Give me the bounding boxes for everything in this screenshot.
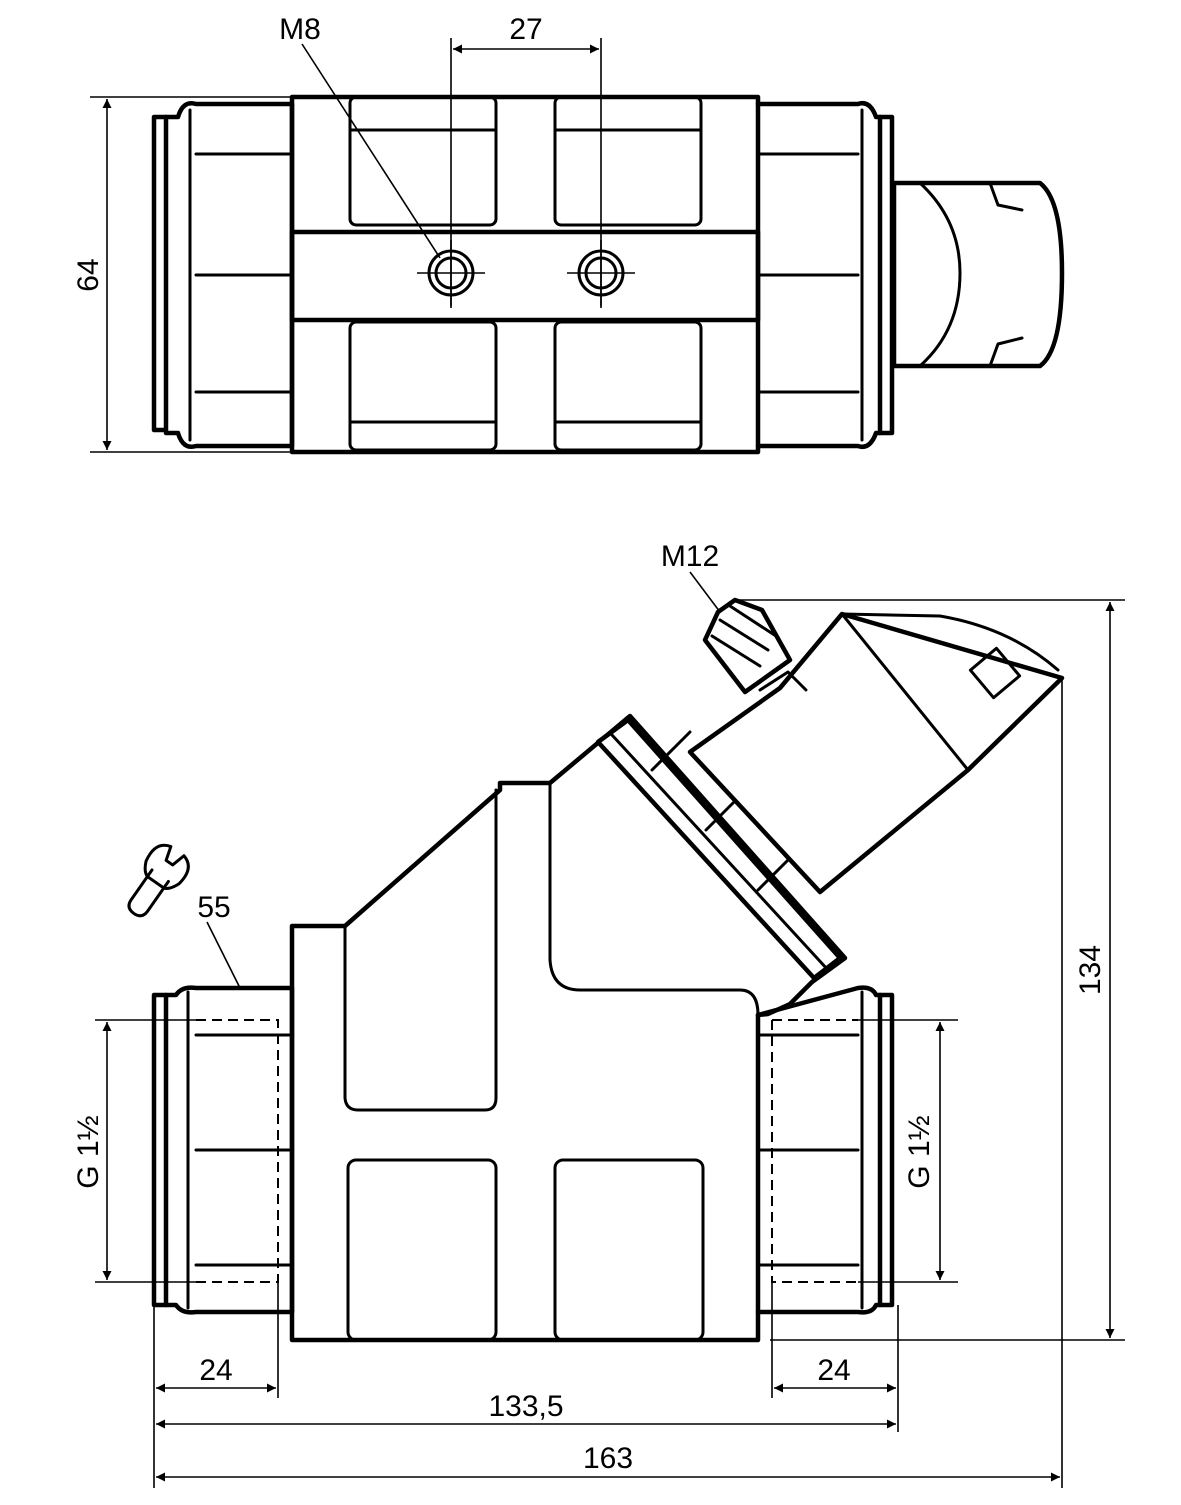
thread-depth-left-label: 24 <box>199 1354 232 1387</box>
wrench-icon <box>127 843 190 918</box>
m8-label: M8 <box>279 13 321 46</box>
top-sensor-head <box>891 180 1065 369</box>
total-length-label: 163 <box>583 1442 633 1475</box>
side-dimensions <box>95 571 1125 1488</box>
top-right-fitting <box>755 101 895 449</box>
side-height-label: 134 <box>1074 945 1107 995</box>
top-dimensions <box>90 38 602 453</box>
side-view <box>151 597 1065 1343</box>
top-view <box>151 94 1065 455</box>
top-height-label: 64 <box>72 258 105 291</box>
top-body <box>289 94 761 455</box>
top-body-recesses <box>348 95 703 452</box>
thread-left-label: G 1½ <box>72 1115 105 1188</box>
side-left-fitting <box>151 985 295 1315</box>
thread-depth-right-label: 24 <box>817 1354 850 1387</box>
side-body <box>289 713 848 1343</box>
wrench-size-label: 55 <box>197 891 230 924</box>
m12-label: M12 <box>661 540 719 573</box>
top-left-fitting <box>151 101 295 449</box>
hole-spacing-label: 27 <box>509 13 542 46</box>
side-right-fitting <box>755 985 895 1315</box>
thread-right-label: G 1½ <box>903 1115 936 1188</box>
body-length-label: 133,5 <box>488 1390 563 1423</box>
